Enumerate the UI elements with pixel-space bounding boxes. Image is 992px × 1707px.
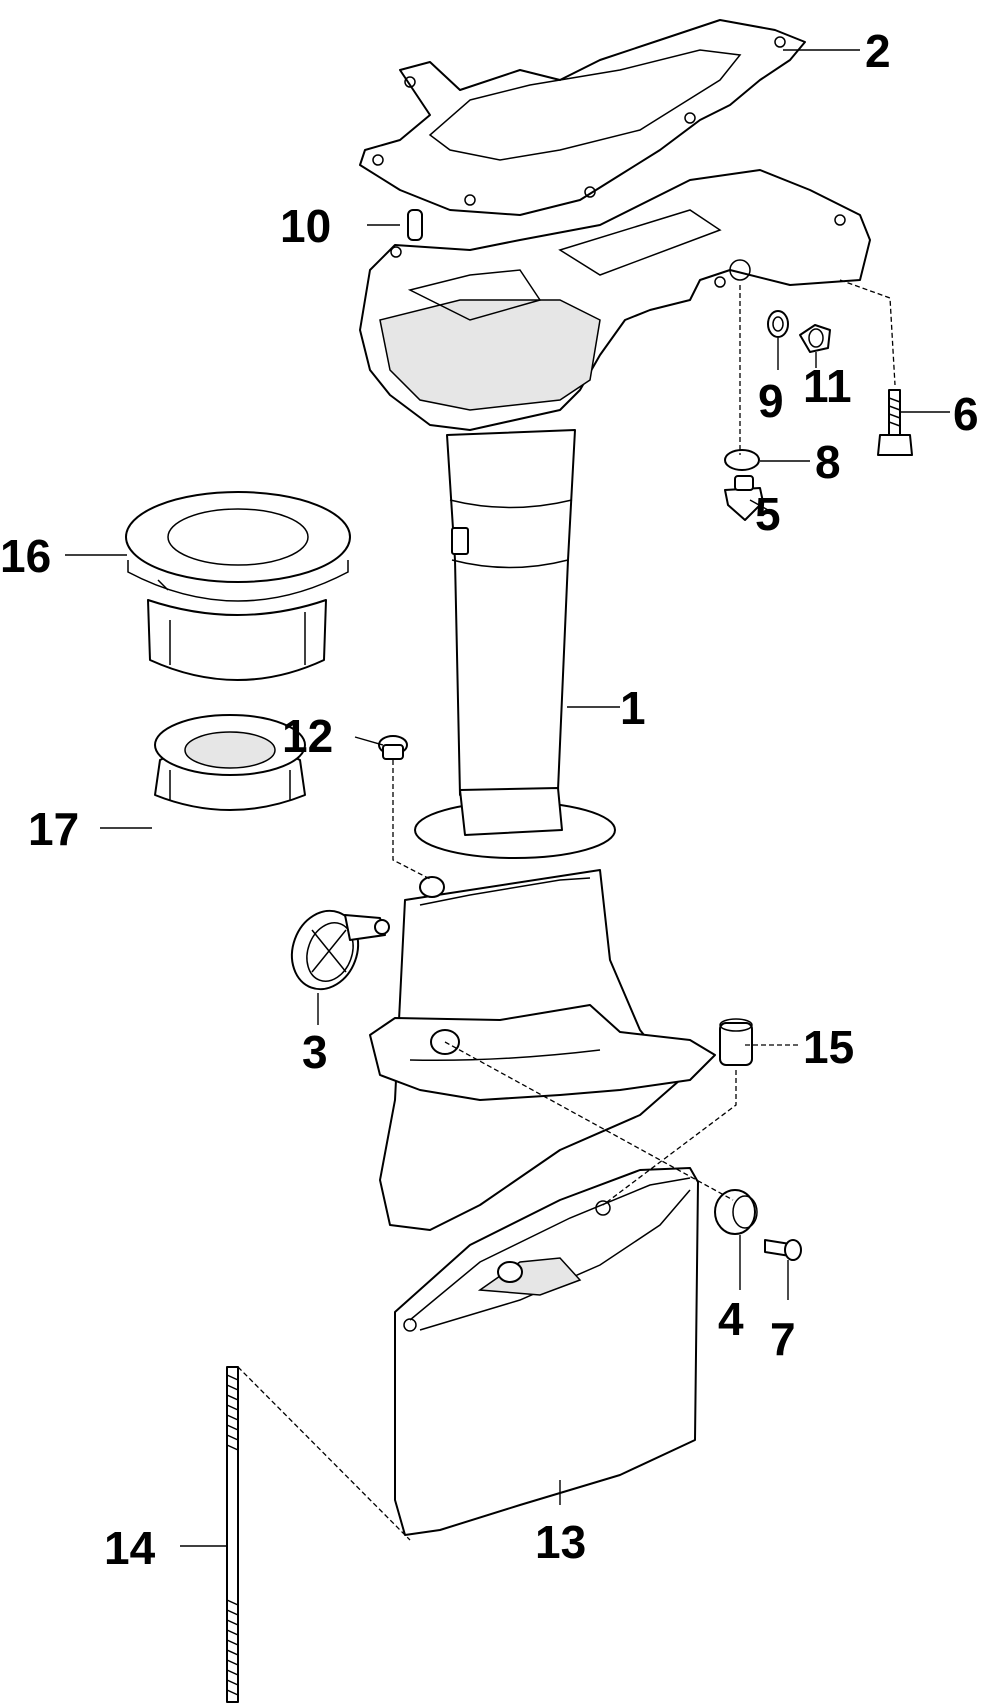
callout-16: 16: [0, 530, 51, 582]
part-6-bolt: [877, 389, 913, 456]
callout-labels: 1 2 3 4 5 6 7 8 9 10 11 12 13 14 15 16 1…: [0, 25, 979, 1574]
callout-11: 11: [803, 360, 852, 412]
part-9-washer: [767, 310, 789, 338]
leader-lines: [65, 49, 950, 1547]
callout-4: 4: [718, 1293, 744, 1345]
callout-2: 2: [865, 25, 891, 77]
part-2-gasket: [359, 19, 806, 216]
part-8-washer: [724, 449, 760, 471]
callout-14: 14: [104, 1522, 156, 1574]
part-10-dowel-pin: [407, 209, 423, 241]
callout-5: 5: [755, 488, 781, 540]
part-3-intake-cover: [290, 909, 390, 991]
part-7-bolt: [764, 1239, 802, 1261]
callout-9: 9: [758, 375, 784, 427]
callout-13: 13: [535, 1516, 586, 1568]
part-13-lower-cover: [394, 1167, 699, 1536]
callout-12: 12: [282, 710, 333, 762]
part-12-plug: [378, 735, 408, 760]
callout-3: 3: [302, 1026, 328, 1078]
part-1-driveshaft-housing: [359, 169, 871, 1231]
part-17-mount-ring: [154, 714, 306, 811]
part-14-stud: [226, 1366, 239, 1703]
callout-17: 17: [28, 803, 79, 855]
callout-1: 1: [620, 682, 646, 734]
callout-6: 6: [953, 388, 979, 440]
part-4-grommet: [714, 1189, 758, 1235]
part-16-bushing: [125, 491, 351, 681]
callout-7: 7: [770, 1313, 796, 1365]
callout-8: 8: [815, 436, 841, 488]
callout-15: 15: [803, 1021, 854, 1073]
callout-10: 10: [280, 200, 331, 252]
part-5-drain-plug: [724, 475, 764, 521]
part-15-sleeve: [719, 1018, 753, 1066]
part-11-plug-screw: [799, 324, 831, 353]
